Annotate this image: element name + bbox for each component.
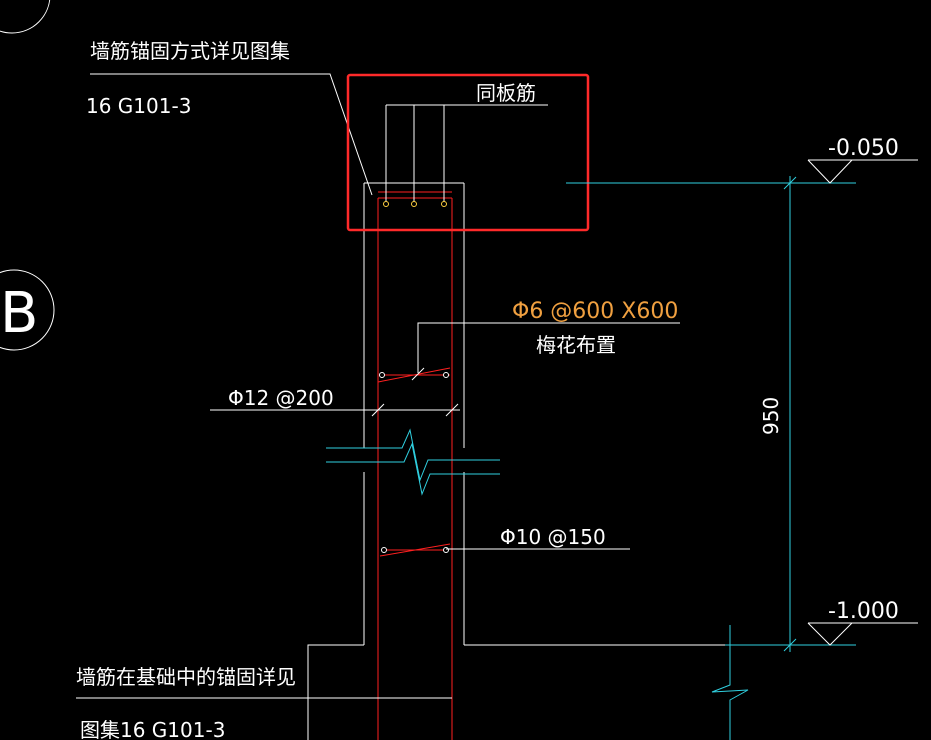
same-slab-rebar-label: 同板筋 — [476, 81, 536, 105]
slab-rebars — [385, 104, 548, 204]
tie-rebar-label: Φ6 @600 X600 — [512, 299, 678, 324]
highlight-box — [346, 73, 590, 232]
elevation-marker-bottom — [807, 622, 918, 646]
elevation-marker-top — [807, 159, 918, 184]
wall-outline — [307, 182, 725, 740]
wall-anchor-top-note: 墙筋锚固方式详见图集 — [90, 39, 290, 63]
leader-line-top — [90, 73, 373, 196]
vertical-rebars — [377, 191, 453, 740]
axis-bubble-b: B — [0, 269, 55, 351]
elevation-top: -0.050 — [828, 136, 899, 161]
tie-rebar — [377, 367, 451, 383]
wall-anchor-bottom-note: 墙筋在基础中的锚固详见 — [76, 665, 296, 689]
break-line — [326, 428, 500, 496]
wall-anchor-bottom-ref: 图集16 G101-3 — [80, 718, 225, 740]
rebar-dots-top — [383, 201, 447, 207]
tie-rebar-bottom — [379, 543, 451, 557]
elevation-bottom: -1.000 — [828, 599, 899, 624]
leader-line-tie — [417, 322, 680, 373]
tie-arrangement-label: 梅花布置 — [536, 333, 616, 357]
break-line-right — [711, 625, 749, 740]
dimension-line — [566, 176, 856, 652]
axis-label-b: B — [0, 281, 38, 346]
vertical-rebar-label: Φ10 @150 — [500, 525, 606, 549]
dimension-height: 950 — [759, 397, 783, 435]
horizontal-rebar-label: Φ12 @200 — [228, 386, 334, 410]
wall-anchor-top-ref: 16 G101-3 — [86, 94, 191, 118]
axis-bubble-top — [0, 0, 51, 34]
